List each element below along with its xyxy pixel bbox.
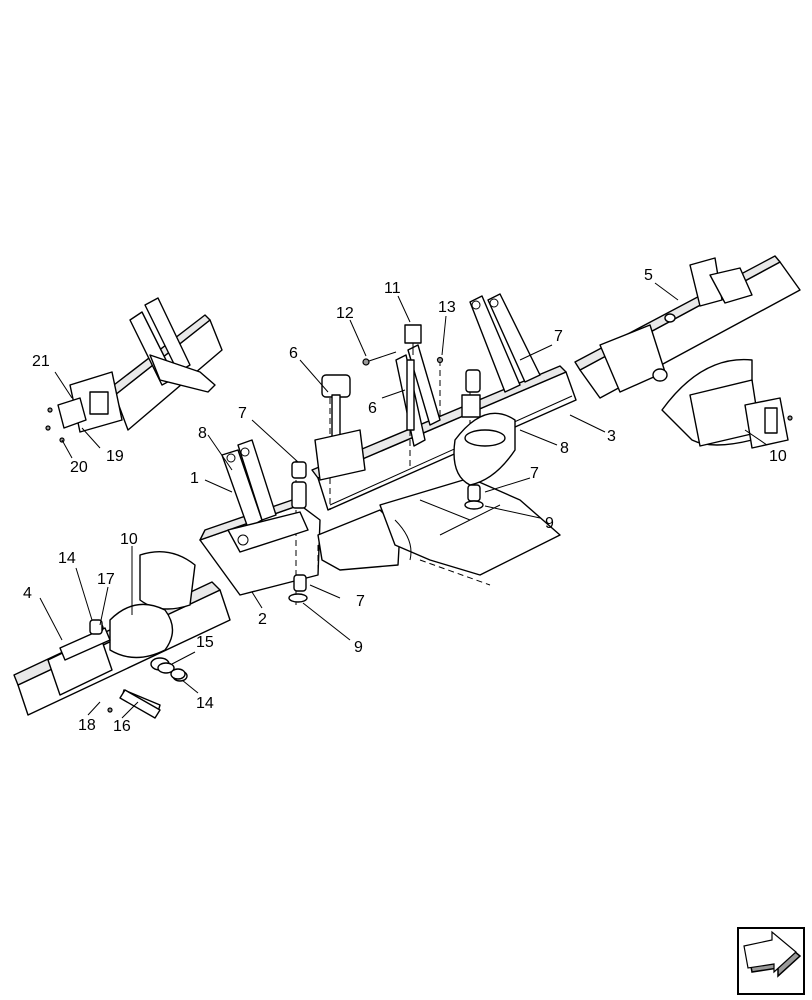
callout-11: 11 — [384, 280, 401, 297]
pins-lower — [89, 619, 186, 719]
cylinder-mounts-center — [314, 344, 441, 481]
callout-5: 5 — [644, 267, 653, 284]
callout-labels: 1 2 3 4 5 6 6 7 7 7 7 8 8 9 9 10 10 11 1… — [23, 267, 787, 735]
callout-14a: 14 — [58, 550, 76, 567]
callout-13: 13 — [438, 299, 456, 316]
next-page-arrow-icon[interactable] — [737, 927, 805, 995]
callout-7a: 7 — [238, 405, 247, 422]
callout-2: 2 — [258, 611, 267, 628]
callout-8b: 8 — [560, 440, 569, 457]
left-wing-lower — [13, 551, 231, 716]
callout-16: 16 — [113, 718, 131, 735]
right-wing-upper — [574, 255, 801, 399]
callout-17: 17 — [97, 571, 115, 588]
callout-6a: 6 — [289, 345, 298, 362]
callout-14b: 14 — [196, 695, 214, 712]
hardware-top — [362, 324, 444, 366]
callout-21: 21 — [32, 353, 50, 370]
upright-bracket-right — [453, 293, 541, 486]
callout-4: 4 — [23, 585, 32, 602]
callout-9a: 9 — [545, 515, 554, 532]
callout-7c: 7 — [530, 465, 539, 482]
callout-18: 18 — [78, 717, 96, 734]
right-wing-lower — [661, 358, 793, 449]
callout-8a: 8 — [198, 425, 207, 442]
callout-12: 12 — [336, 305, 354, 322]
washers — [288, 500, 484, 603]
callout-3: 3 — [607, 428, 616, 445]
callout-7b: 7 — [554, 328, 563, 345]
callout-10a: 10 — [120, 531, 138, 548]
left-wing-upper — [45, 297, 223, 443]
callout-20: 20 — [70, 459, 88, 476]
leader-lines — [39, 282, 768, 719]
callout-1: 1 — [190, 470, 199, 487]
bushings — [291, 369, 481, 592]
callout-6b: 6 — [368, 400, 377, 417]
callout-15: 15 — [196, 634, 214, 651]
callout-9b: 9 — [354, 639, 363, 656]
callout-7d: 7 — [356, 593, 365, 610]
callout-10b: 10 — [769, 448, 787, 465]
callout-19: 19 — [106, 448, 124, 465]
